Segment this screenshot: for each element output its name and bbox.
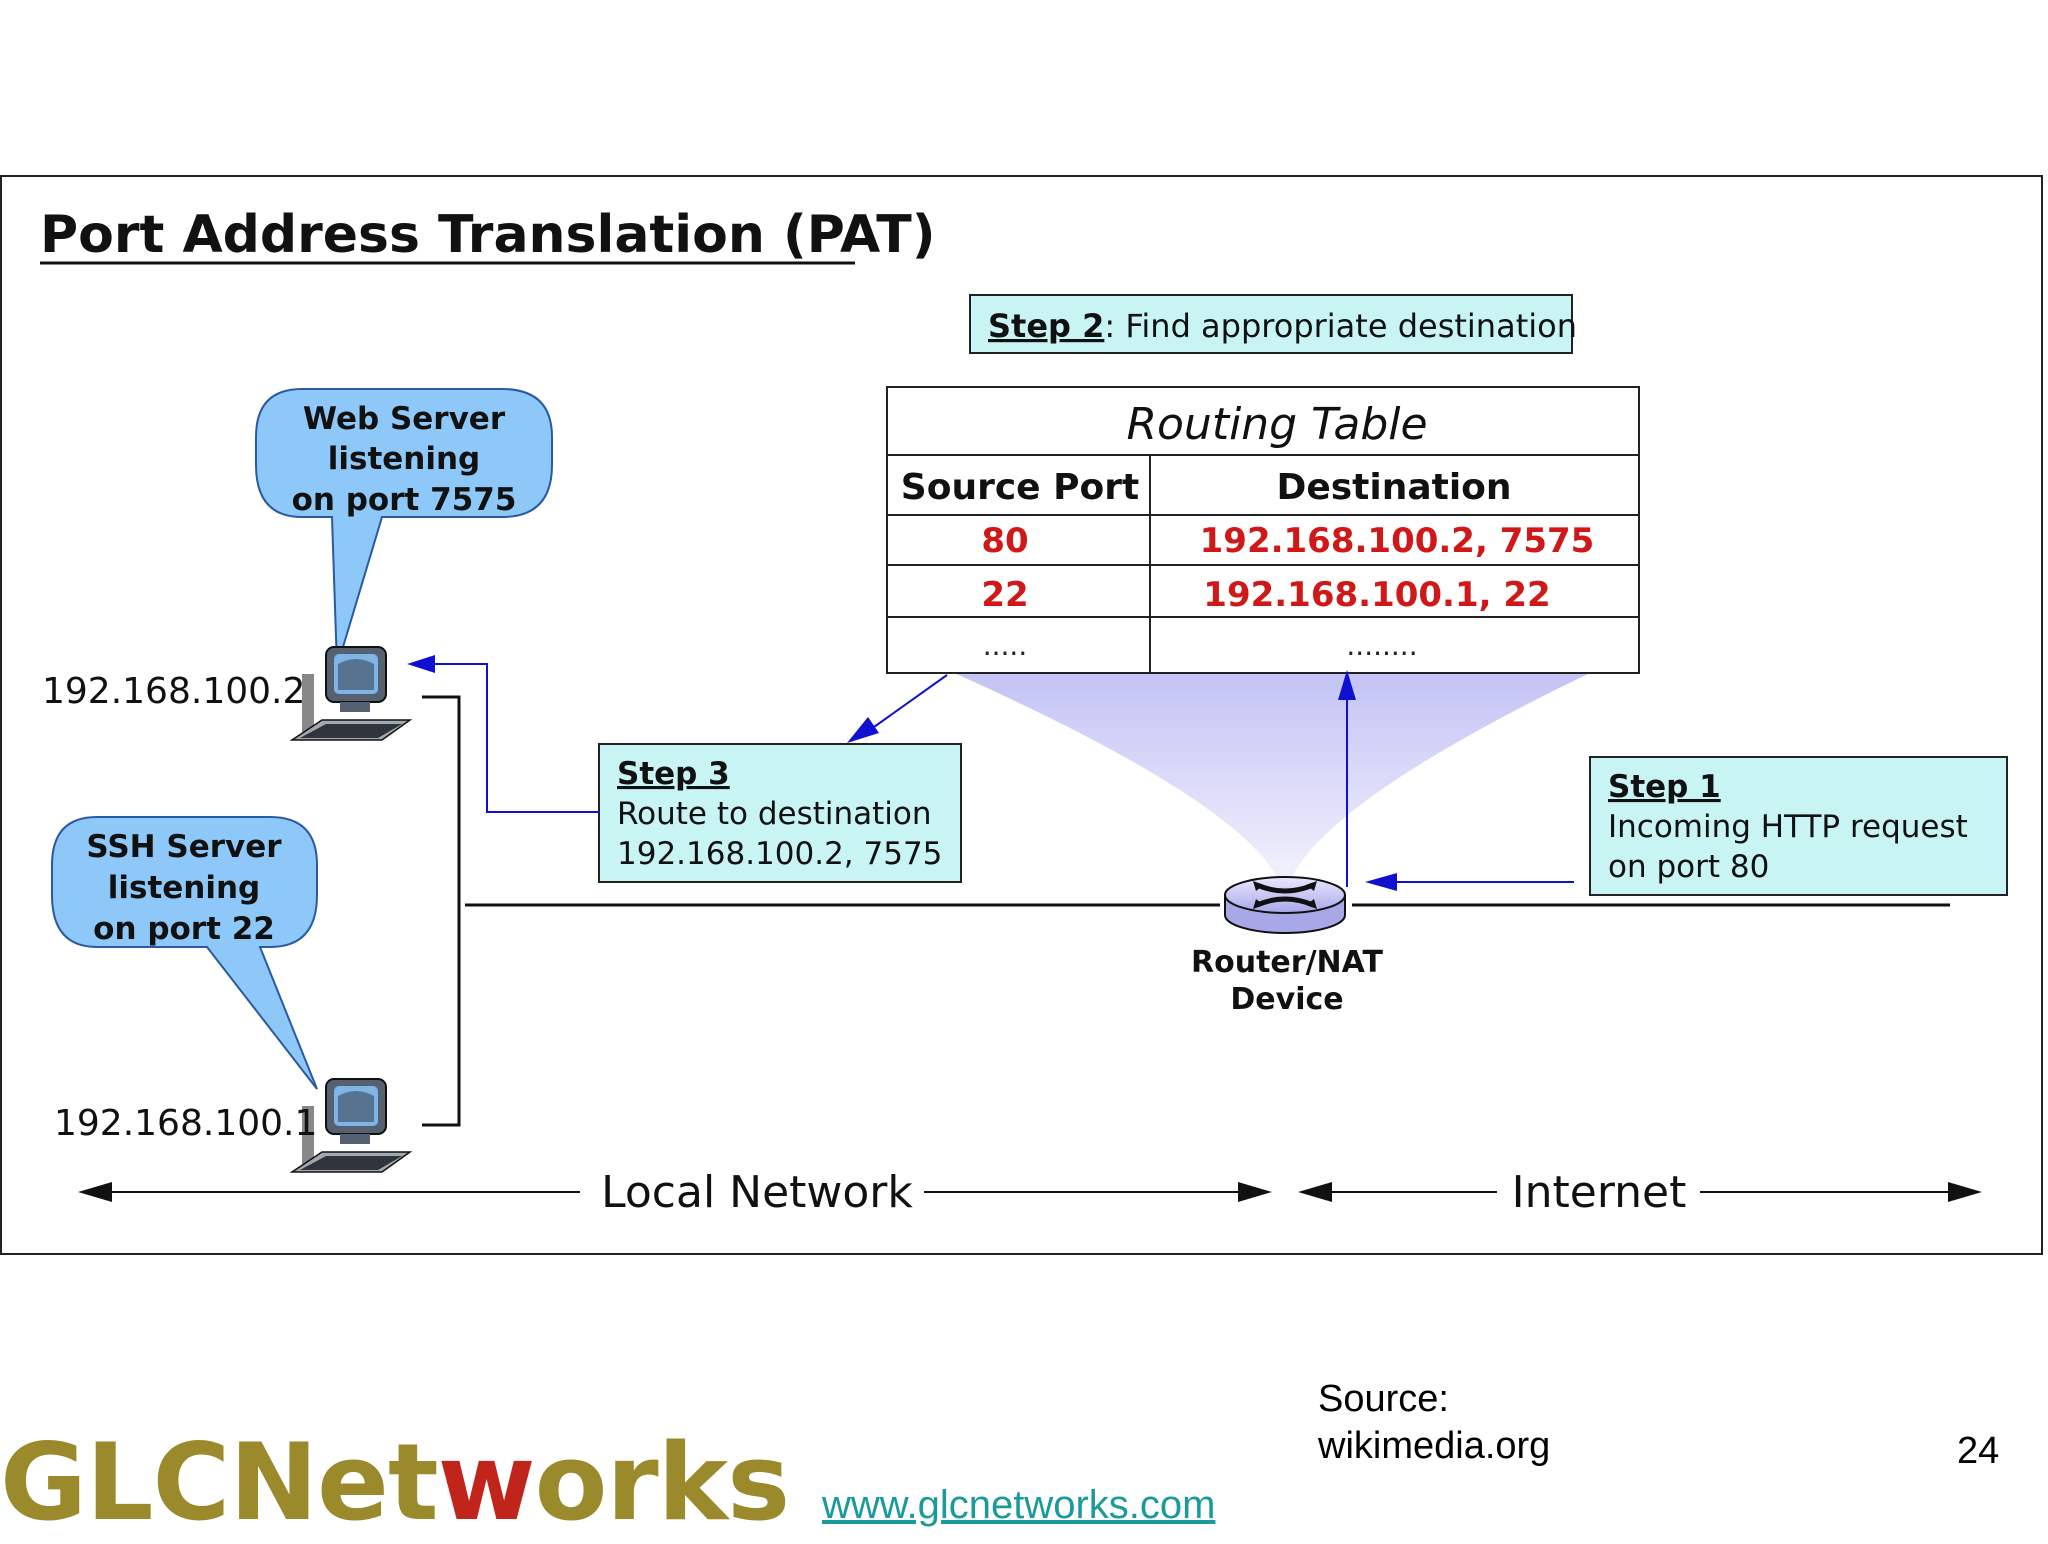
arrowheads: [407, 655, 1397, 891]
table-header-destination: Destination: [1276, 467, 1511, 508]
svg-text:on port 80: on port 80: [1608, 849, 1769, 885]
svg-text:listening: listening: [328, 441, 481, 477]
router-label: Router/NAT: [1191, 945, 1384, 980]
local-network-label: Local Network: [601, 1167, 913, 1218]
router-label: Device: [1230, 982, 1343, 1017]
svg-text:192.168.100.2, 7575: 192.168.100.2, 7575: [617, 836, 942, 872]
pat-diagram: Port Address Translation (PAT) Step 2: F…: [0, 175, 2043, 1255]
source-label: Source:: [1318, 1378, 1449, 1420]
computer-icon: [289, 646, 413, 741]
table-cell-destination: 192.168.100.1, 22: [1203, 575, 1550, 615]
router-icon: [1224, 876, 1346, 934]
table-cell-port: 80: [981, 521, 1028, 561]
table-header-source-port: Source Port: [901, 467, 1139, 508]
svg-text:on port 22: on port 22: [93, 911, 275, 947]
step2-label: Step 2: [988, 307, 1104, 345]
table-cell-destination: ........: [1346, 629, 1417, 662]
website-link[interactable]: www.glcnetworks.com: [822, 1483, 1216, 1527]
routing-table: Routing Table Source Port Destination 80…: [886, 386, 1640, 674]
network-extent-arrowheads: [78, 1182, 1982, 1202]
step3-box: Step 3 Route to destination 192.168.100.…: [598, 743, 962, 883]
routing-table-title: Routing Table: [1126, 399, 1427, 450]
step2-box: Step 2: Find appropriate destination: [969, 294, 1577, 354]
svg-text:listening: listening: [108, 870, 261, 906]
web-server-callout: Web Server listening on port 7575: [255, 388, 553, 668]
table-cell-port: 22: [981, 575, 1028, 615]
step1-box: Step 1 Incoming HTTP request on port 80: [1589, 756, 2008, 896]
lan-wiring: [422, 695, 1950, 1127]
svg-text:on port 7575: on port 7575: [292, 482, 517, 518]
company-logo: GLCNetworks: [0, 1421, 790, 1544]
step3-label: Step 3: [617, 756, 730, 792]
svg-text:Route to destination: Route to destination: [617, 796, 932, 832]
svg-text:Web Server: Web Server: [303, 401, 506, 437]
svg-text:SSH Server: SSH Server: [86, 829, 282, 865]
table-cell-destination: 192.168.100.2, 7575: [1200, 521, 1595, 561]
host-ip-ssh: 192.168.100.1: [54, 1103, 317, 1144]
internet-label: Internet: [1512, 1167, 1687, 1218]
step2-text: : Find appropriate destination: [1104, 307, 1577, 345]
step1-label: Step 1: [1608, 769, 1721, 805]
ssh-server-callout: SSH Server listening on port 22: [51, 816, 318, 1090]
host-ip-web: 192.168.100.2: [42, 671, 305, 712]
svg-text:Incoming HTTP request: Incoming HTTP request: [1608, 809, 1968, 845]
computer-icon: [289, 1078, 413, 1173]
diagram-title: Port Address Translation (PAT): [40, 205, 936, 265]
flow-arrows: [427, 663, 1574, 887]
source-value: wikimedia.org: [1318, 1425, 1551, 1467]
translation-beam: [952, 672, 1592, 877]
svg-text:Step 2: Find appropriate desti: Step 2: Find appropriate destination: [988, 307, 1577, 345]
page-number: 24: [1957, 1430, 2000, 1472]
table-cell-port: .....: [983, 629, 1028, 662]
